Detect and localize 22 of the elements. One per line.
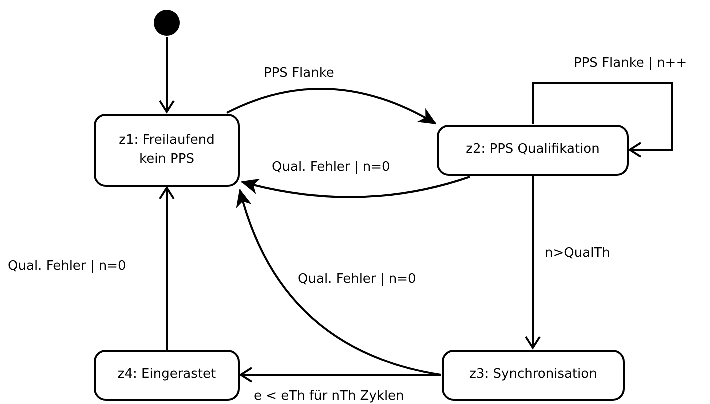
transition-arrow xyxy=(237,189,442,376)
transition-arrow xyxy=(525,176,541,349)
edge-label: e < eTh für nTh Zyklen xyxy=(252,389,406,404)
transition-arrow xyxy=(159,37,175,113)
edge-label: Qual. Fehler | n=0 xyxy=(270,160,392,176)
transition-arrow xyxy=(240,367,441,383)
state-name: z1: Freilaufend kein PPS xyxy=(118,132,216,168)
transition-arrow xyxy=(159,187,175,350)
state-box xyxy=(437,125,629,176)
edge-label: Qual. Fehler | n=0 xyxy=(6,259,128,275)
transition-arrow xyxy=(241,176,470,198)
transition-arrow xyxy=(532,82,673,158)
state-name: z4: Eingerastet xyxy=(118,366,216,384)
state-box xyxy=(442,350,625,401)
initial-state-dot xyxy=(154,10,180,36)
transition-arrow xyxy=(226,88,437,125)
state-box xyxy=(94,114,240,187)
state-name: z2: PPS Qualifikation xyxy=(466,141,600,160)
state-name: z3: Synchronisation xyxy=(470,366,598,384)
edge-label: n>QualTh xyxy=(543,246,612,262)
edge-label: Qual. Fehler | n=0 xyxy=(296,272,418,288)
state-box xyxy=(94,350,240,401)
